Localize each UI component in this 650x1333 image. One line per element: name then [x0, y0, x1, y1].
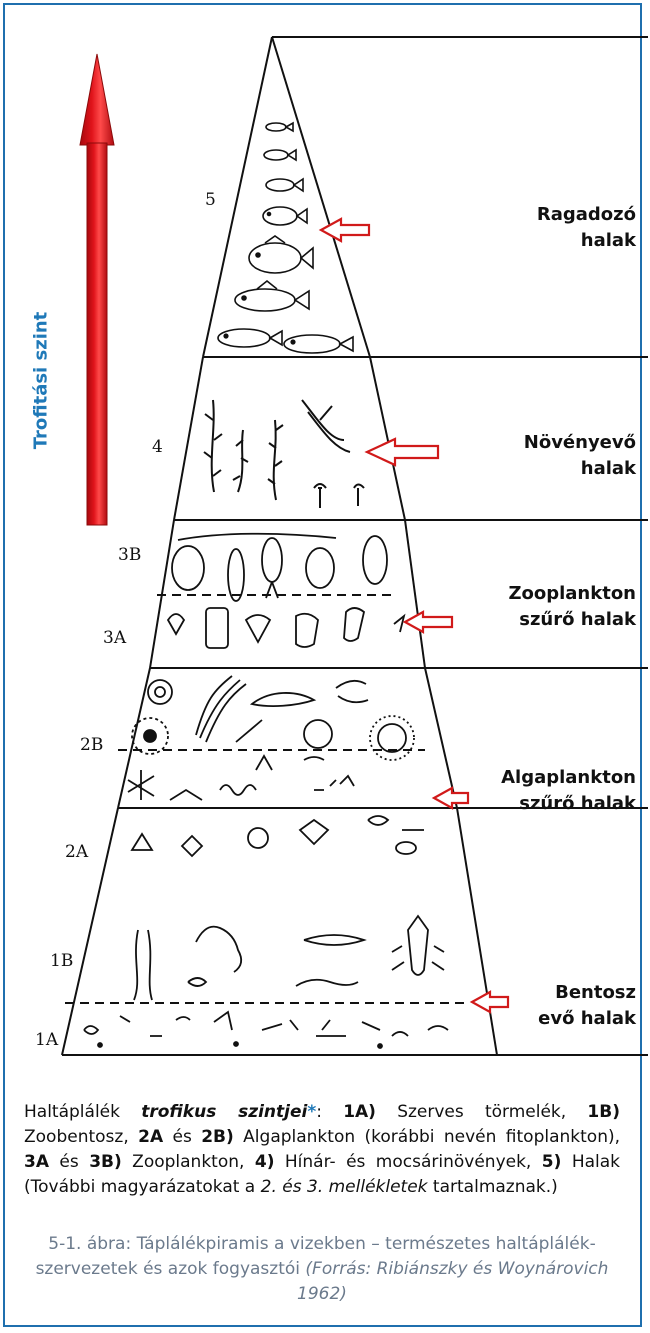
level-number-4: 4 — [152, 437, 163, 457]
caption-text: Zoobentosz, — [24, 1127, 138, 1147]
label-zooplankton-szuro-halak: Zooplankton szűrő halak — [508, 581, 636, 633]
pointer-arrow-novenyevo — [367, 439, 438, 465]
level-pointer-arrows — [321, 219, 508, 1012]
benthos-drawings — [84, 916, 448, 1048]
pointer-arrow-zooplankton — [405, 612, 452, 632]
caption-text: Szerves törmelék, — [376, 1102, 587, 1122]
caption-key: 5) — [542, 1152, 562, 1172]
caption-text: : — [316, 1102, 343, 1122]
figure-source: 5-1. ábra: Táplálékpiramis a vizekben – … — [24, 1232, 620, 1307]
level-number-1a: 1A — [35, 1030, 59, 1050]
label-line: Algaplankton — [501, 765, 636, 791]
trophic-level-arrow — [80, 54, 114, 525]
label-line: szűrő halak — [501, 791, 636, 817]
caption-key: 4) — [255, 1152, 275, 1172]
aquatic-plant-drawings — [204, 400, 364, 508]
algae-drawings — [128, 676, 424, 856]
label-bentosz-evo-halak: Bentosz evő halak — [538, 980, 636, 1032]
level-number-5: 5 — [205, 190, 216, 210]
caption-key: 3B) — [89, 1152, 122, 1172]
label-line: evő halak — [538, 1006, 636, 1032]
label-line: Növényevő — [524, 430, 636, 456]
pointer-arrow-algaplankton — [434, 788, 468, 808]
label-line: Ragadozó — [537, 202, 636, 228]
caption-text: Hínár- és mocsárinövények, — [274, 1152, 541, 1172]
level-number-2a: 2A — [65, 842, 89, 862]
trophic-axis-label-text: Trofitási szint — [31, 311, 52, 449]
caption-text: és — [49, 1152, 89, 1172]
caption-text: Zooplankton, — [122, 1152, 255, 1172]
zooplankton-drawings — [168, 534, 404, 648]
label-algaplankton-szuro-halak: Algaplankton szűrő halak — [501, 765, 636, 817]
trophic-pyramid-figure: 5 4 3B 3A 2B 2A 1B 1A — [0, 0, 650, 1075]
footnote-asterisk[interactable]: * — [307, 1102, 316, 1122]
pyramid-outline — [62, 37, 648, 1055]
level-number-3b: 3B — [118, 545, 141, 565]
caption-text: Haltáplálék — [24, 1102, 141, 1122]
label-line: halak — [537, 228, 636, 254]
caption-key: 2A — [138, 1127, 163, 1147]
label-novenyevo-halak: Növényevő halak — [524, 430, 636, 482]
trophic-axis-label: Trofitási szint — [12, 225, 70, 535]
caption-key: 1B) — [587, 1102, 620, 1122]
level-number-3a: 3A — [103, 628, 127, 648]
caption-reference: 2. és 3. mellékletek — [261, 1177, 428, 1197]
caption-text: Algaplankton (korábbi nevén fitoplankton… — [234, 1127, 620, 1147]
label-line: szűrő halak — [508, 607, 636, 633]
label-ragadozo-halak: Ragadozó halak — [537, 202, 636, 254]
caption-key: 3A — [24, 1152, 49, 1172]
caption-key: 1A) — [343, 1102, 376, 1122]
level-number-1b: 1B — [50, 951, 73, 971]
figure-caption: Haltáplálék trofikus szintjei*: 1A) Szer… — [24, 1100, 620, 1200]
caption-text: tartalmaznak.) — [428, 1177, 558, 1197]
label-line: Bentosz — [538, 980, 636, 1006]
source-citation: (Forrás: Ribiánszky és Woynárovich 1962) — [297, 1259, 608, 1304]
caption-term: trofikus szintjei — [141, 1102, 307, 1122]
caption-text: és — [163, 1127, 201, 1147]
pointer-arrow-bentosz — [472, 992, 508, 1012]
caption-key: 2B) — [201, 1127, 234, 1147]
label-line: Zooplankton — [508, 581, 636, 607]
level-number-2b: 2B — [80, 735, 103, 755]
label-line: halak — [524, 456, 636, 482]
